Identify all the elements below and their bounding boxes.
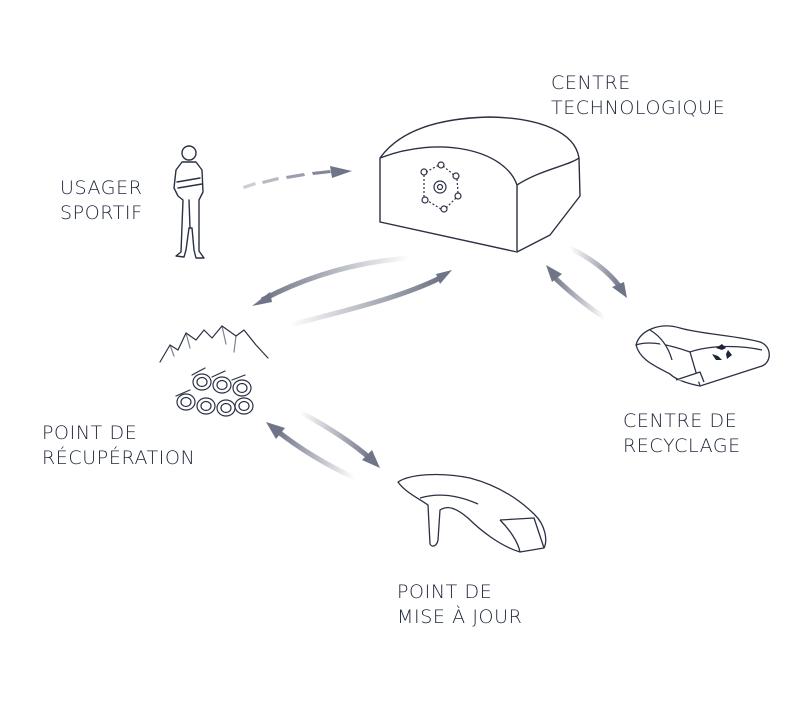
technology-centre-building	[379, 116, 581, 253]
recycle-icon	[712, 344, 732, 360]
sport-user-label: USAGER SPORTIF	[60, 177, 143, 224]
tubes-icon	[175, 367, 254, 417]
user-to-centre-arrow	[243, 166, 352, 189]
technology-centre-label: CENTRE TECHNOLOGIQUE	[551, 72, 726, 119]
network-gear-icon	[420, 161, 462, 213]
recycling-centre-label: CENTRE DE RECYCLAGE	[623, 410, 741, 457]
update-point-label: POINT DE MISE À JOUR	[397, 581, 523, 628]
recovery-update-arrows	[266, 409, 380, 481]
centre-recycling-arrows	[546, 245, 627, 321]
centre-recuperation-arrows	[252, 255, 452, 328]
recovery-point-label: POINT DE RÉCUPÉRATION	[42, 422, 196, 469]
recycling-station	[635, 325, 770, 387]
recovery-point-illustration	[159, 325, 269, 417]
person-icon	[173, 145, 205, 259]
update-point-device	[397, 473, 547, 553]
